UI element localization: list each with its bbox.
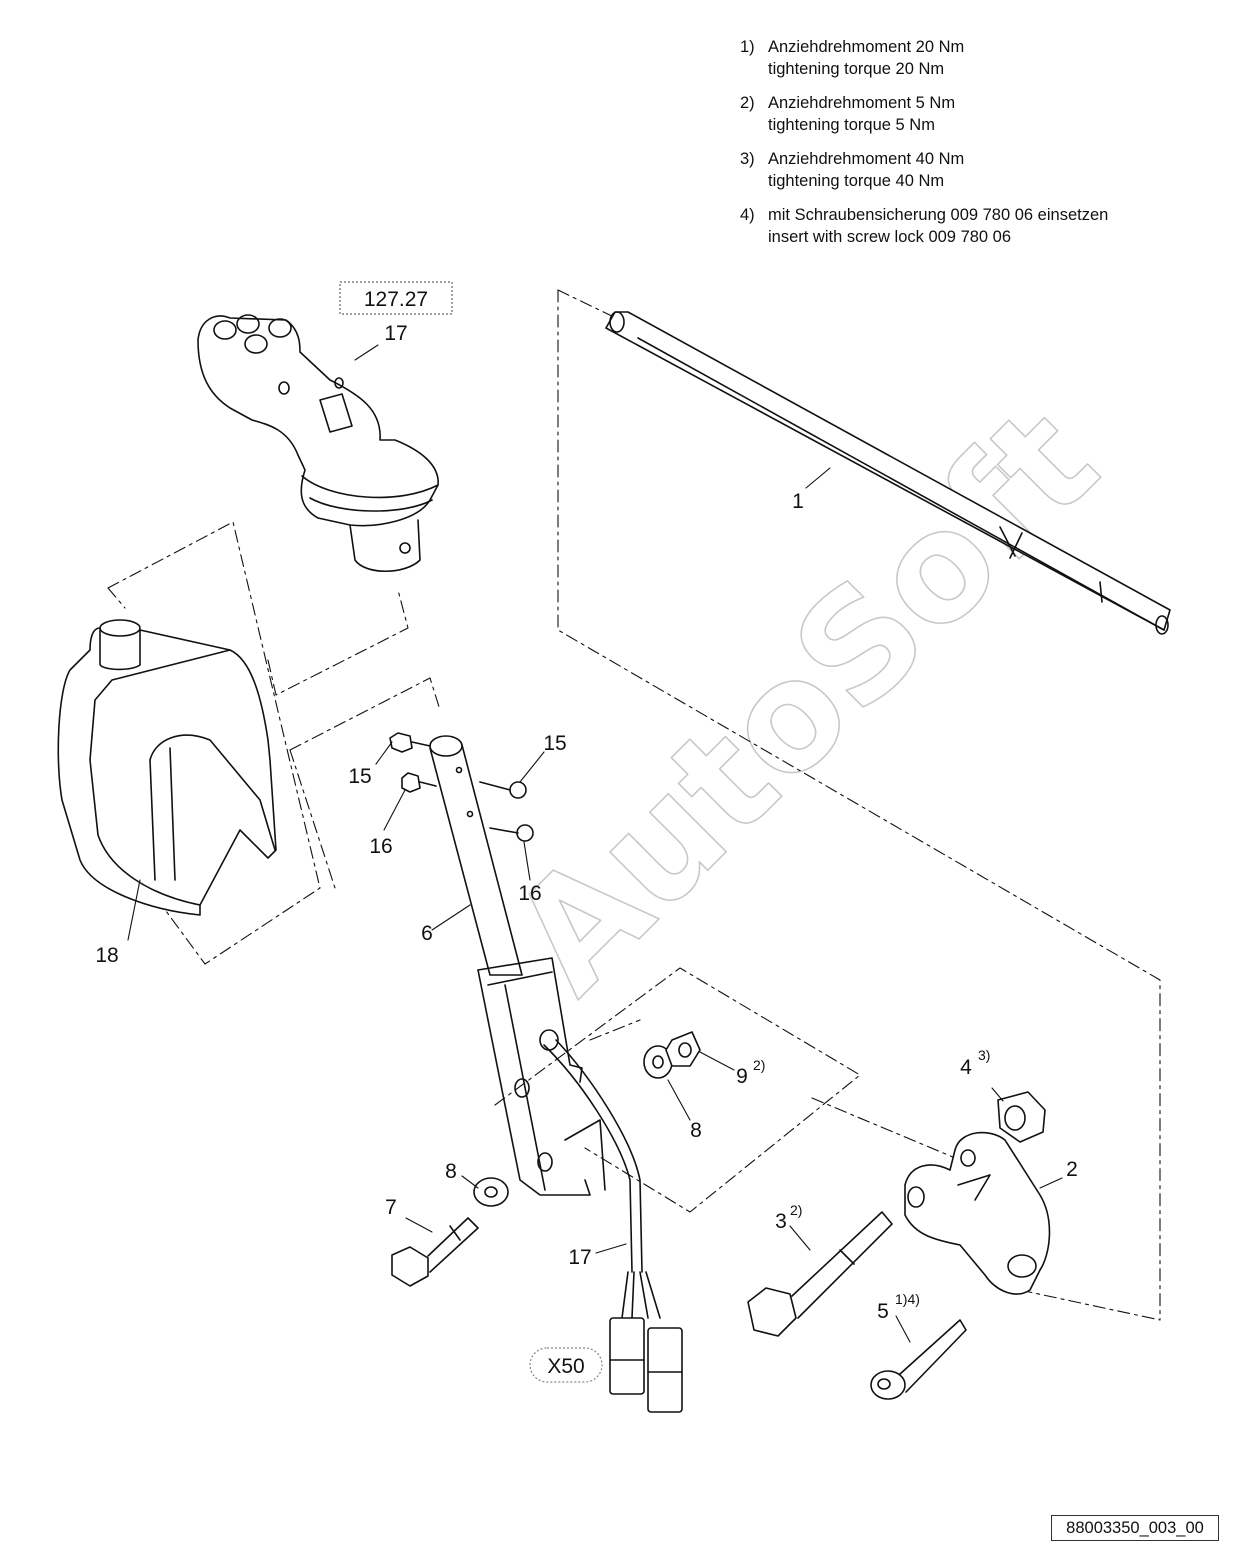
- note-2: 2) Anziehdrehmoment 5 Nm tightening torqu…: [740, 92, 1210, 136]
- note-text-en: insert with screw lock 009 780 06: [768, 228, 1012, 246]
- callout-6: 6: [421, 922, 433, 945]
- callout-4-superscript: 3): [978, 1047, 990, 1063]
- cable-part-17: [543, 1039, 683, 1413]
- note-1: 1) Anziehdrehmoment 20 Nm tightening torq…: [740, 36, 1210, 80]
- reference-box: 127.27: [339, 281, 453, 315]
- note-number: 2): [740, 94, 755, 112]
- note-text-en: tightening torque 20 Nm: [768, 60, 945, 78]
- callout-8-left: 8: [445, 1160, 457, 1183]
- callout-16-left: 16: [369, 835, 392, 858]
- figure-id: 88003350_003_00: [1051, 1515, 1219, 1541]
- callout-1: 1: [792, 490, 804, 513]
- connector-label-text: X50: [547, 1355, 584, 1378]
- callout-4: 4: [960, 1056, 972, 1079]
- callout-3-superscript: 2): [790, 1202, 802, 1218]
- bolt-part-5: [870, 1319, 967, 1400]
- clamp-part-2: [904, 1131, 1051, 1295]
- note-number: 1): [740, 38, 755, 56]
- callout-8-right: 8: [690, 1119, 702, 1142]
- note-4: 4) mit Schraubensicherung 009 780 06 ein…: [740, 204, 1210, 248]
- torque-notes: 1) Anziehdrehmoment 20 Nm tightening torq…: [740, 36, 1210, 260]
- bolt-part-3: [747, 1211, 893, 1337]
- note-number: 4): [740, 206, 755, 224]
- callout-5: 5: [877, 1300, 889, 1323]
- note-text-de: Anziehdrehmoment 40 Nm: [768, 150, 965, 168]
- note-3: 3) Anziehdrehmoment 40 Nm tightening torq…: [740, 148, 1210, 192]
- callout-15-right: 15: [543, 732, 566, 755]
- note-number: 3): [740, 150, 755, 168]
- watermark: AutoSoft: [480, 376, 1130, 1026]
- callout-7: 7: [385, 1196, 397, 1219]
- callout-17-bottom: 17: [568, 1246, 591, 1269]
- lever-part-6: [429, 735, 606, 1196]
- callout-3: 3: [775, 1210, 787, 1233]
- note-text-de: mit Schraubensicherung 009 780 06 einset…: [768, 206, 1109, 224]
- assembly-dash-lines: [107, 289, 1161, 1321]
- note-text-en: tightening torque 40 Nm: [768, 172, 945, 190]
- callout-5-superscript: 1)4): [895, 1291, 920, 1307]
- shaft-part-1: [605, 311, 1171, 635]
- connector-label: X50: [529, 1347, 603, 1383]
- callout-9: 9: [736, 1065, 748, 1088]
- note-text-en: tightening torque 5 Nm: [768, 116, 935, 134]
- callout-18: 18: [95, 944, 118, 967]
- joystick-handle-part-17: [197, 314, 439, 572]
- callouts: 17 1 15 15 16 16 6 18 4 3) 9 2) 8 8 2 7 …: [95, 322, 1078, 1323]
- reference-box-text: 127.27: [364, 288, 428, 311]
- callout-15-left: 15: [348, 765, 371, 788]
- bolt-part-7: [391, 1217, 479, 1287]
- screws-part-15-16: [389, 732, 534, 842]
- nut-part-4: [997, 1091, 1046, 1143]
- callout-17-top: 17: [384, 322, 407, 345]
- callout-9-superscript: 2): [753, 1057, 765, 1073]
- washers-nut-parts-8-9: [473, 1031, 701, 1207]
- note-text-de: Anziehdrehmoment 20 Nm: [768, 38, 965, 56]
- leader-lines: [127, 344, 1063, 1343]
- note-text-de: Anziehdrehmoment 5 Nm: [768, 94, 956, 112]
- callout-16-right: 16: [518, 882, 541, 905]
- callout-2: 2: [1066, 1158, 1078, 1181]
- cover-boot-part-18: [57, 619, 277, 916]
